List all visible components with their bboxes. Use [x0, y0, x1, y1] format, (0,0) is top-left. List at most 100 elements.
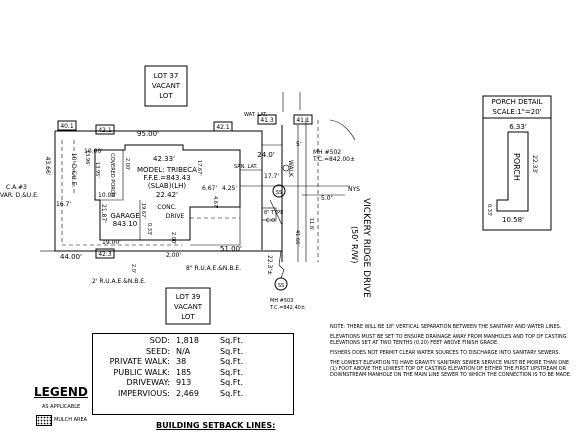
stat-value: 2,469: [176, 388, 199, 398]
stat-unit: Sq.Ft.: [220, 357, 243, 366]
covered-porch-label: COVERED PORCH: [109, 153, 115, 197]
dim-4-25: 4.25': [222, 185, 237, 192]
porch-dim-small: 0.33': [486, 204, 492, 217]
note-gravity-sewer: The lowest elevation to have gravity san…: [330, 360, 572, 378]
model-label: MODEL: TRIBECA: [137, 166, 197, 174]
table-row: SEED: N/A Sq.Ft.: [103, 347, 246, 358]
dim-11-6: 11.6': [308, 218, 314, 231]
covered-porch-outline: [94, 150, 124, 201]
rue-2-label: 2' R.U.A.E.&N.B.E.: [92, 278, 146, 285]
dim-2-00-b: 2.00': [170, 232, 176, 245]
stat-label: SEED:: [145, 346, 170, 356]
wat-lat-label: WAT. LAT.: [244, 112, 268, 118]
stat-unit: Sq.Ft.: [220, 336, 243, 345]
drive-outline: [190, 206, 241, 246]
note-clear-water: Fishers does not permit clear water sour…: [330, 350, 561, 356]
porch-dim-bottom: 10.58': [502, 216, 524, 224]
stat-label: PRIVATE WALK:: [109, 357, 170, 366]
dim-5: 5': [296, 141, 302, 148]
conc-drive-line1: CONC.: [157, 204, 177, 211]
conc-drive-line2: DRIVE: [166, 213, 185, 220]
mh-503-label: MH #503: [270, 298, 293, 304]
table-row: PUBLIC WALK: 185 Sq.Ft.: [103, 368, 246, 379]
tc-502-label: T.C.=842.00±: [312, 156, 355, 163]
dim-0-33: 0.33': [146, 223, 152, 236]
dim-22-3: 22.3'±: [266, 255, 273, 275]
porch-dim-side: 22.33': [531, 155, 538, 174]
setback-title: BUILDING SETBACK LINES:: [156, 421, 276, 430]
rue-8-label: 8" R.U.A.E.&N.B.E.: [186, 265, 241, 272]
curve-line-1: [329, 119, 356, 141]
manhole-502-symbol: SS: [276, 190, 282, 196]
nys-label: NYS: [348, 186, 360, 193]
porch-dim-top: 6.33': [509, 123, 527, 131]
porch-detail-title: PORCH DETAIL: [492, 98, 543, 106]
elev-box-42-1-b: [213, 121, 233, 132]
dim-43-66: 43.66': [44, 157, 51, 176]
garage-label: GARAGE: [110, 212, 139, 220]
stat-value: 185: [176, 367, 192, 377]
dim-6-67: 6.67': [202, 185, 217, 192]
stat-value: 913: [176, 378, 192, 387]
manhole-503-symbol: SS: [278, 283, 284, 289]
fixture-icon: [282, 164, 290, 172]
note-separation: Note: There will be 18" vertical separat…: [330, 324, 562, 330]
tick-marks: [282, 92, 301, 112]
easement-line: [61, 140, 182, 246]
dim-21-87: 21.87': [100, 204, 107, 223]
dim-4-67: 4.67': [212, 196, 218, 209]
stat-value: N/A: [176, 346, 191, 356]
elev-41-1: 41.1: [296, 117, 310, 124]
note-elevations: Elevations must be set to ensure drainag…: [330, 334, 567, 346]
ca-label: C.A.#3: [6, 184, 27, 191]
dim-2-0: 2.0': [130, 264, 136, 273]
stat-label: DRIVEWAY:: [126, 378, 170, 387]
dim-2-00-a: 2.00': [124, 158, 130, 171]
dim-10: 10.00': [84, 148, 103, 155]
lot-37-line2: VACANT: [152, 82, 181, 90]
legend-subtitle: AS APPLICABLE: [42, 404, 81, 410]
manhole-502-icon: [272, 184, 286, 198]
elev-box-40-1: [57, 120, 77, 131]
lot-39-box: [165, 287, 211, 325]
lot-37-line3: LOT: [159, 92, 173, 100]
stat-value: 38: [176, 357, 187, 366]
walk-label: WALK: [287, 160, 294, 178]
lot-37-box: [144, 65, 188, 107]
dim-19-00: 19.00': [102, 239, 121, 246]
type-label: 8" TYPE: [264, 210, 283, 216]
dim-13-95: 13.95': [94, 162, 100, 178]
lot-39-line2: VACANT: [174, 303, 203, 311]
dim-17-7: 17.7': [264, 173, 279, 180]
dim-44: 44.00': [60, 253, 82, 261]
porch-label: PORCH: [512, 153, 521, 181]
lot-37-line1: LOT 37: [154, 72, 179, 80]
dim-2-00-c: 2.00': [166, 252, 181, 259]
porch-detail-box: [482, 117, 552, 231]
elev-box-42-3: [95, 248, 115, 259]
dim-42-33: 42.33': [153, 155, 175, 163]
stat-unit: Sq.Ft.: [220, 346, 243, 356]
elev-box-42-1-a: [95, 124, 115, 135]
dim-16-7: 16.7': [56, 201, 71, 208]
co-label: C.O.: [266, 218, 277, 224]
stat-label: SOD:: [149, 336, 170, 345]
stat-value: 1,818: [176, 336, 199, 345]
dim-22-42: 22.42': [156, 191, 178, 199]
stat-unit: Sq.Ft.: [220, 388, 243, 398]
road-name: VICKERY RIDGE DRIVE: [361, 198, 371, 298]
san-lat-label: SAN. LAT.: [234, 164, 258, 170]
elev-42-3: 42.3: [98, 251, 112, 258]
area-summary-table: SOD: 1,818 Sq.Ft. SEED: N/A Sq.Ft. PRIVA…: [92, 333, 294, 415]
dim-51: 51.00': [220, 245, 242, 253]
elev-42-1-b: 42.1: [216, 124, 230, 131]
stat-unit: Sq.Ft.: [220, 378, 243, 387]
legend-title: LEGEND: [34, 385, 88, 399]
elev-40-1: 40.1: [60, 123, 74, 130]
porch-outline: [496, 131, 529, 212]
dim-10-due: 10' D.&U.E.: [70, 153, 77, 187]
legend-mulch-label: MULCH AREA: [54, 417, 88, 423]
dim-10-00-b: 10.00': [98, 192, 117, 199]
lot-39-line1: LOT 39: [176, 293, 201, 301]
